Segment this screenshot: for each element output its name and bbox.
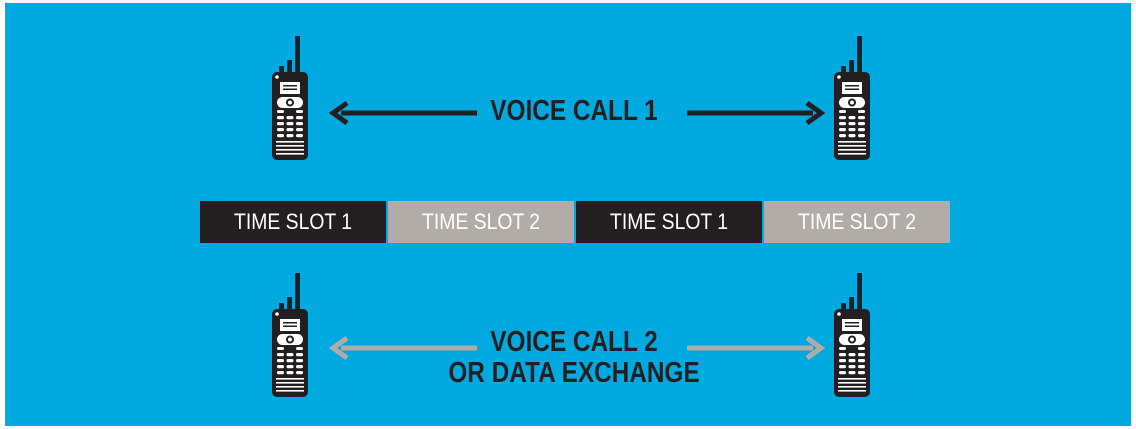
call2-label-line1: VOICE CALL 2 <box>490 326 658 358</box>
call2-label-line2: OR DATA EXCHANGE <box>448 357 700 389</box>
call2-label: VOICE CALL 2 OR DATA EXCHANGE <box>430 327 719 389</box>
two-way-radio-icon <box>272 36 308 160</box>
tdma-diagram: VOICE CALL 1 TIME SLOT 1 TIME SLOT 2 TIM… <box>5 3 1131 426</box>
radio-top-right <box>832 36 872 160</box>
time-slot-label: TIME SLOT 2 <box>421 209 540 234</box>
radio-bottom-right <box>832 273 872 397</box>
radio-top-left <box>270 36 310 160</box>
call1-label-line1: VOICE CALL 1 <box>490 95 658 127</box>
two-way-radio-icon <box>272 273 308 397</box>
time-slot-2a: TIME SLOT 2 <box>388 201 574 243</box>
call1-arrow-left <box>328 101 477 125</box>
time-slot-2b: TIME SLOT 2 <box>764 201 950 243</box>
time-slot-label: TIME SLOT 2 <box>797 209 916 234</box>
two-way-radio-icon <box>834 36 870 160</box>
two-way-radio-icon <box>834 273 870 397</box>
radio-bottom-left <box>270 273 310 397</box>
call2-arrow-left <box>328 336 477 360</box>
time-slot-label: TIME SLOT 1 <box>609 209 728 234</box>
call1-arrow-right <box>687 101 826 125</box>
call1-label: VOICE CALL 1 <box>484 96 664 127</box>
time-slot-1a: TIME SLOT 1 <box>200 201 386 243</box>
call2-arrow-right <box>687 336 826 360</box>
time-slot-1b: TIME SLOT 1 <box>576 201 762 243</box>
time-slot-label: TIME SLOT 1 <box>233 209 352 234</box>
